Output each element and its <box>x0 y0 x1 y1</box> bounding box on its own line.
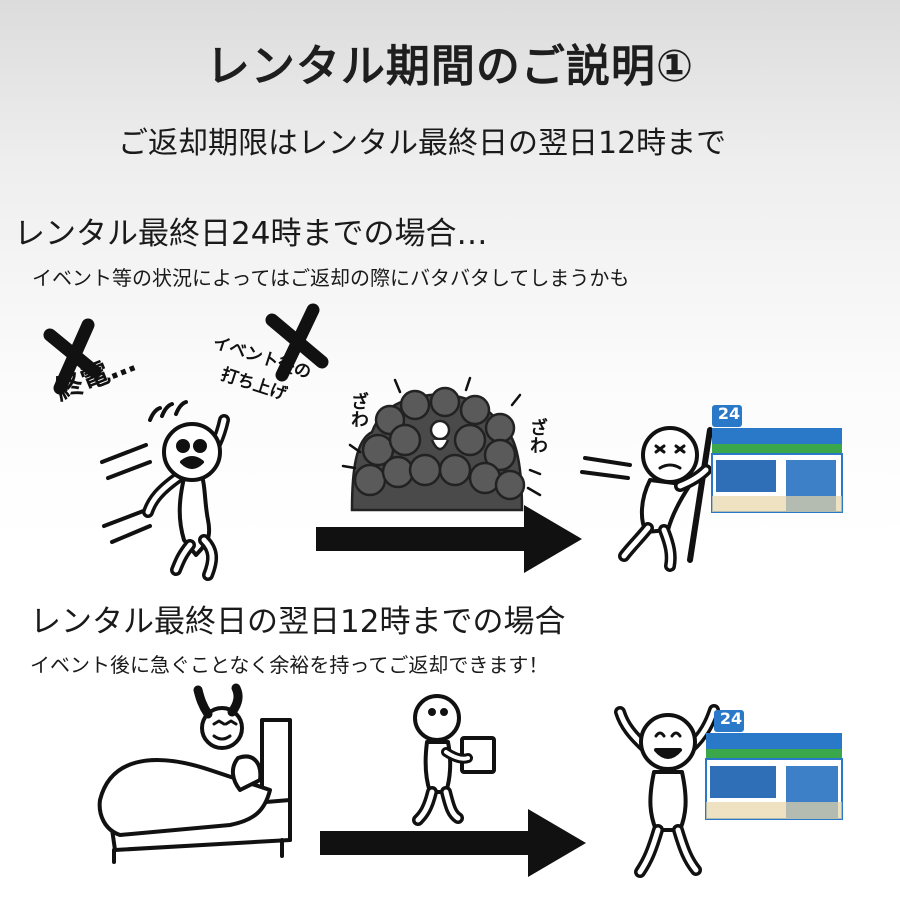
bed-person-icon <box>97 683 292 864</box>
cross-mark-icon <box>265 303 329 382</box>
store-sign-24: 24 <box>717 404 741 423</box>
exhausted-person-icon <box>580 426 713 572</box>
case-b-heading: レンタル最終日の翌日12時までの場合 <box>30 604 566 640</box>
panicking-person-icon <box>100 400 230 581</box>
crowd-illustration <box>350 386 526 512</box>
case-a-description: イベント等の状況によってはご返却の際にバタバタしてしまうかも <box>32 266 630 290</box>
case-a-heading: レンタル最終日24時までの場合… <box>14 216 488 252</box>
page-title: レンタル期間のご説明① <box>205 41 695 92</box>
crowd-noise-right: ざわ <box>527 418 548 454</box>
store-sign-24: 24 <box>719 709 743 728</box>
arrow-icon <box>320 809 586 877</box>
return-deadline-subtitle: ご返却期限はレンタル最終日の翌日12時まで <box>118 126 727 161</box>
happy-person-icon <box>614 704 720 878</box>
person-carrying-box-icon <box>412 694 496 826</box>
crowd-noise-lines <box>341 376 542 497</box>
cross-mark-icon <box>43 318 102 395</box>
crowd-noise-left: ざわ <box>348 392 369 428</box>
convenience-store-icon <box>711 405 843 513</box>
arrow-icon <box>316 505 582 573</box>
convenience-store-icon <box>705 710 843 820</box>
case-b-description: イベント後に急ぐことなく余裕を持ってご返却できます！ <box>30 653 549 677</box>
